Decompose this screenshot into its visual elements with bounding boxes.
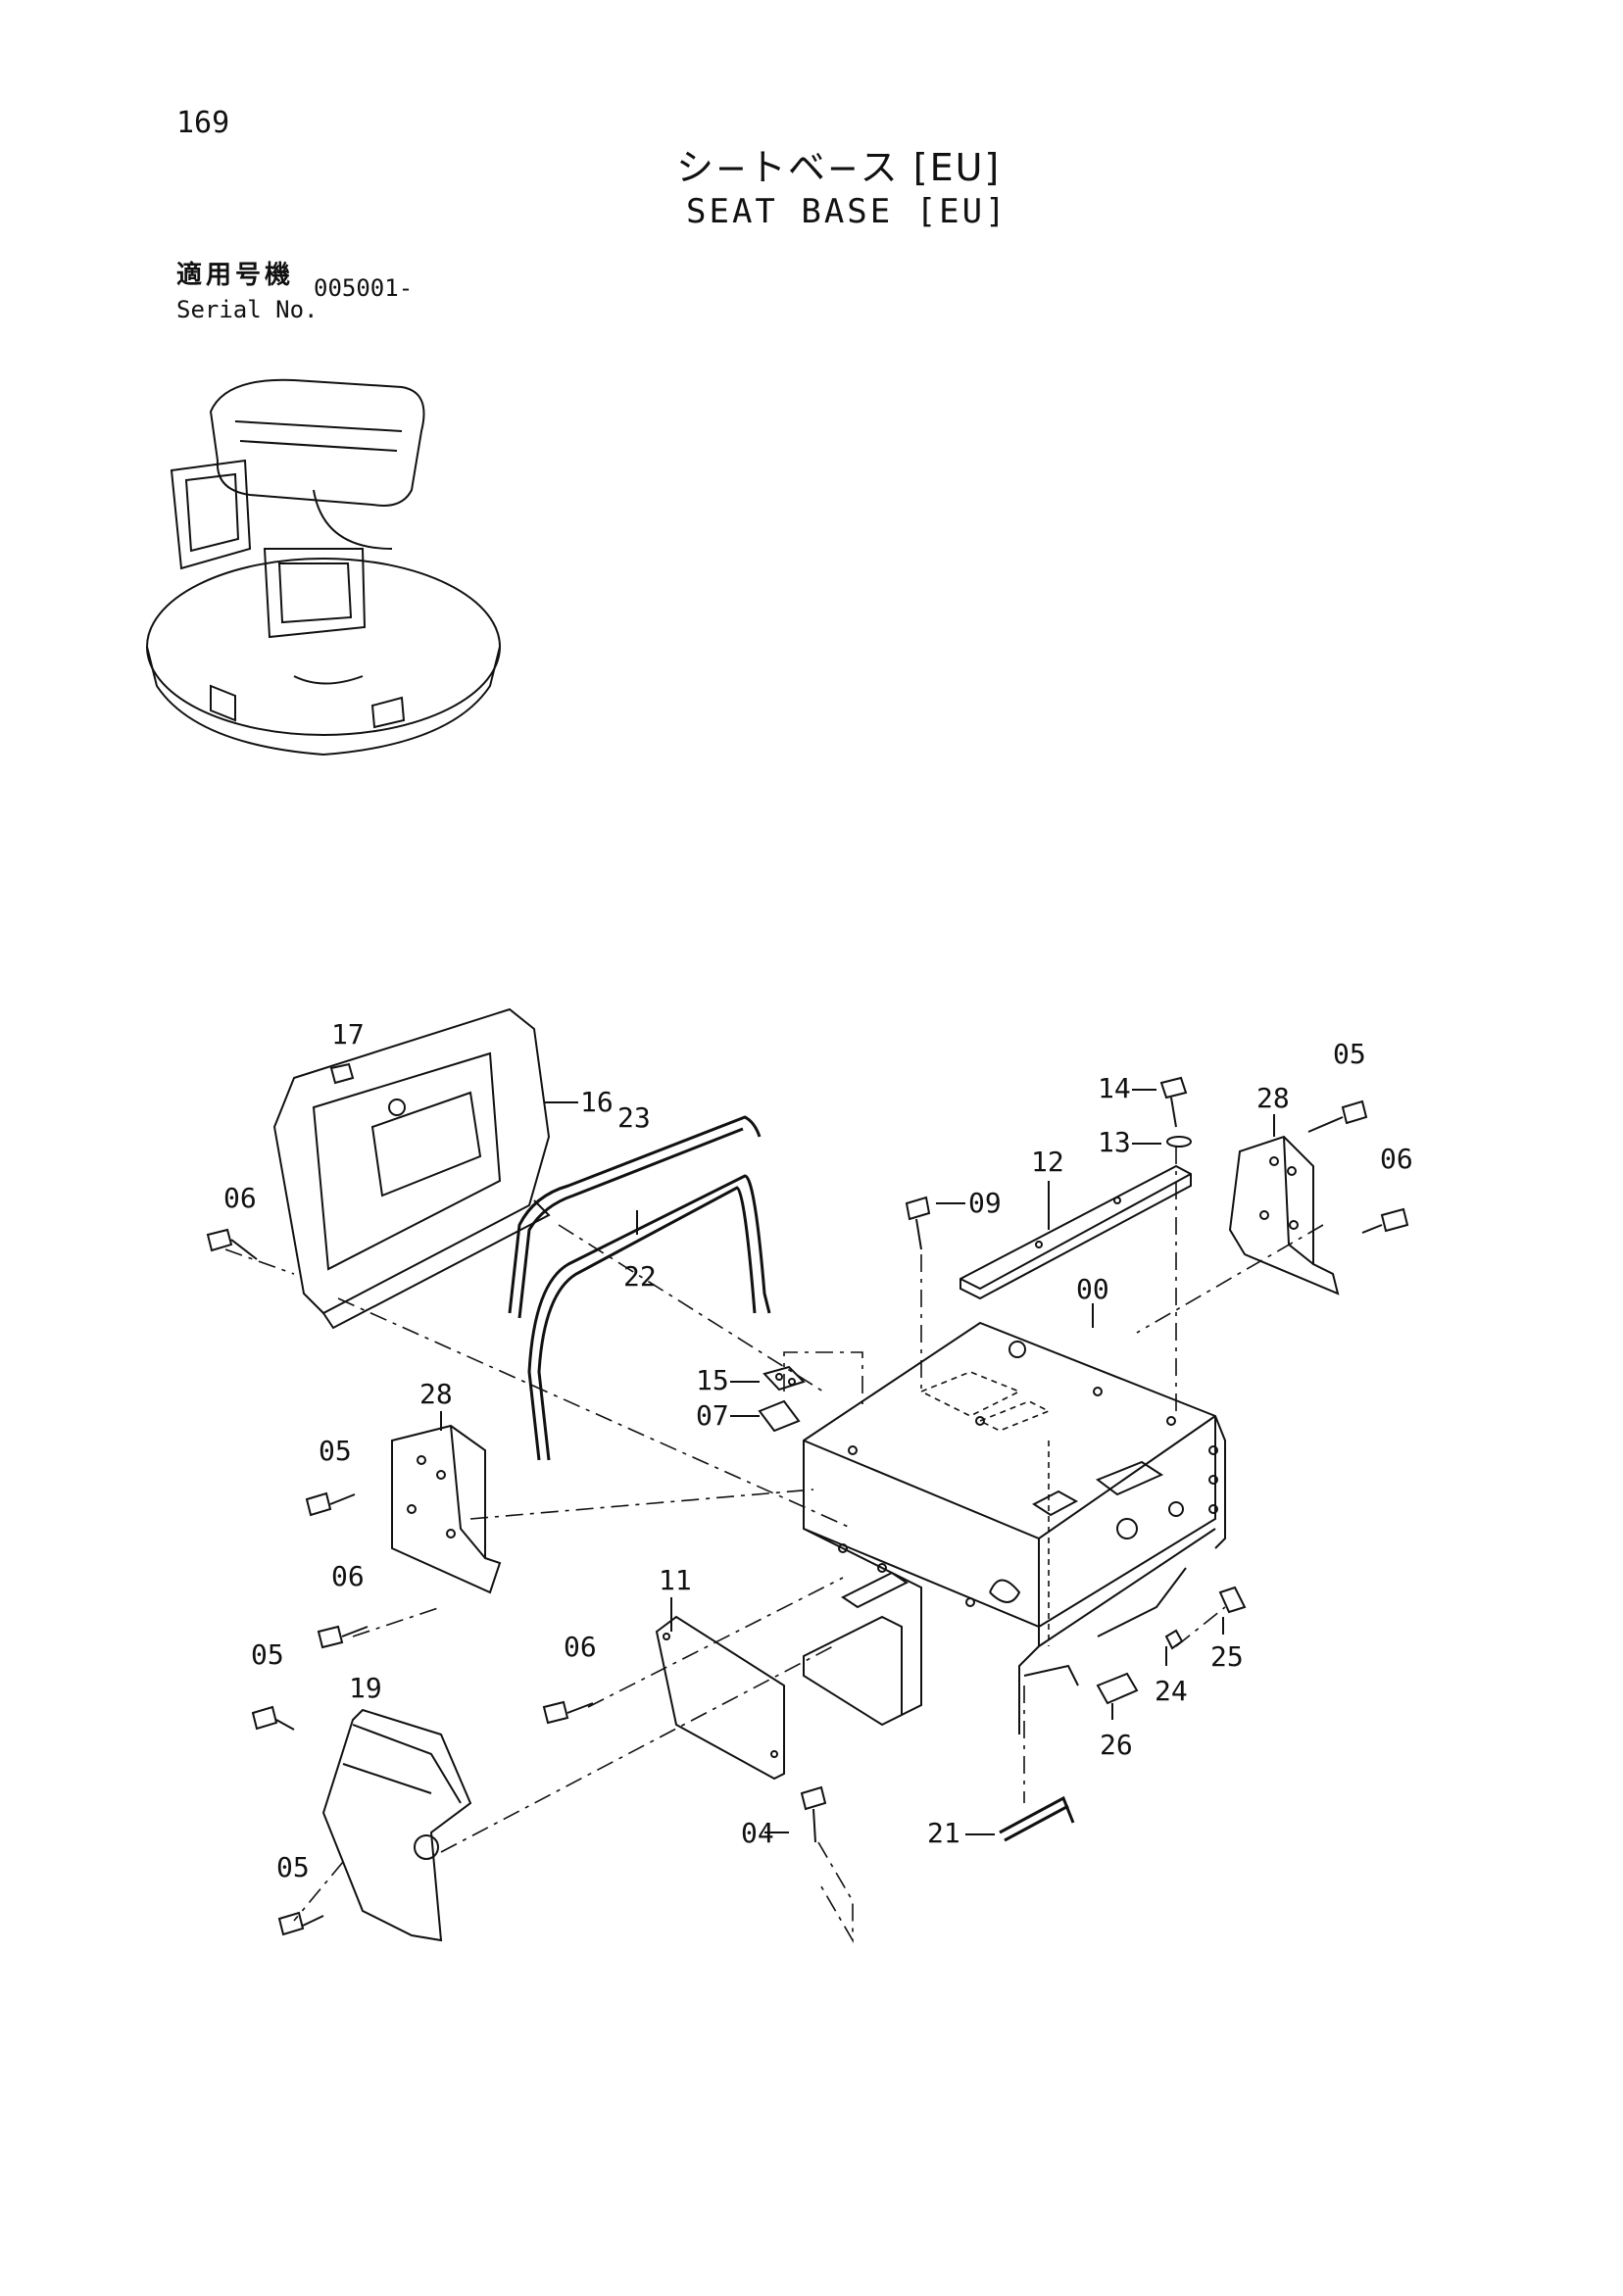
callout-15: 15: [696, 1364, 729, 1396]
main-seat-base-frame: [803, 1321, 1226, 1734]
callout-25: 25: [1210, 1640, 1244, 1673]
callout-21: 21: [927, 1817, 960, 1849]
callout-22: 22: [623, 1260, 657, 1293]
callout-00: 00: [1076, 1273, 1109, 1305]
callout-12: 12: [1031, 1146, 1064, 1178]
callout-05-bottom: 05: [276, 1851, 310, 1883]
callout-16: 16: [580, 1086, 614, 1118]
callout-06-left: 06: [223, 1182, 257, 1214]
callout-04: 04: [741, 1817, 774, 1849]
callout-24: 24: [1155, 1675, 1188, 1707]
callout-17: 17: [331, 1018, 365, 1050]
callout-19: 19: [349, 1672, 382, 1704]
callout-05-lower: 05: [251, 1638, 284, 1671]
callout-leaders: [440, 1089, 1275, 1835]
bracket-28-right: [1228, 1135, 1340, 1295]
callout-13: 13: [1098, 1126, 1131, 1158]
plate-12: [959, 1164, 1192, 1300]
callout-06-mid: 06: [331, 1560, 365, 1592]
serial-label-english: Serial No.: [176, 296, 319, 323]
callout-labels: 17 16 23 22 06 14 13 12 09 00 28 05 06 1…: [223, 1018, 1413, 1883]
callout-28-right: 28: [1256, 1082, 1290, 1114]
plate-11: [655, 1615, 785, 1781]
assembly-lines: [224, 1147, 1324, 1943]
callout-05-mid: 05: [319, 1435, 352, 1467]
serial-number-value: 005001-: [314, 274, 414, 302]
callout-26: 26: [1100, 1729, 1133, 1761]
callout-23: 23: [617, 1101, 651, 1134]
callout-11: 11: [659, 1564, 692, 1596]
machine-location-thumbnail: [146, 378, 501, 757]
callout-09: 09: [968, 1187, 1002, 1219]
serial-label-japanese: 適用号機: [176, 261, 295, 290]
bolts: [206, 1062, 1409, 1936]
bracket-28-left: [391, 1424, 502, 1594]
page-number: 169: [176, 106, 230, 140]
lower-bracket: [803, 1571, 909, 1727]
callout-06-center: 06: [564, 1631, 597, 1663]
seal-strips: [508, 1115, 771, 1461]
title-english: SEAT BASE [EU]: [686, 192, 1008, 231]
callout-06-right: 06: [1380, 1143, 1413, 1175]
callout-28-left: 28: [419, 1378, 453, 1410]
callout-14: 14: [1098, 1072, 1131, 1104]
cover-16: [272, 1007, 551, 1330]
rod-21: [999, 1795, 1075, 1842]
cover-19: [321, 1708, 472, 1942]
title-japanese: シ−トベ−ス [EU]: [676, 146, 1002, 189]
callout-05-right: 05: [1333, 1038, 1366, 1070]
callout-07: 07: [696, 1399, 729, 1432]
